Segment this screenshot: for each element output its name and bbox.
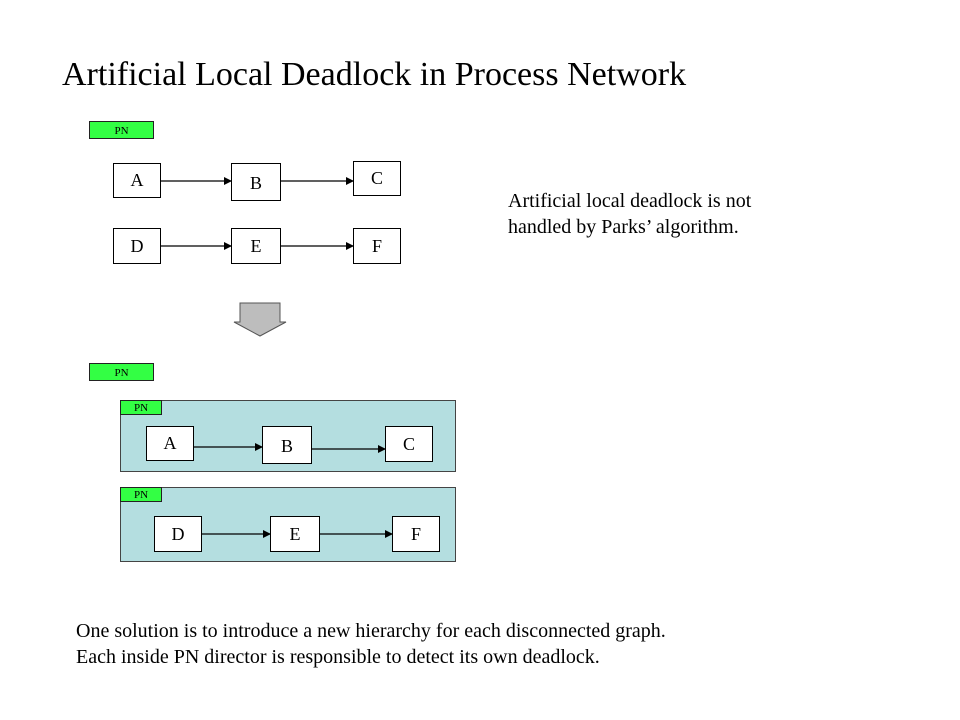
actor-a[interactable]: A [113,163,161,198]
outer-pn-director[interactable]: PN [89,363,154,381]
side-note-line-2: handled by Parks’ algorithm. [508,216,739,238]
actor-b[interactable]: B [231,163,281,201]
actor-c[interactable]: C [353,161,401,196]
slide-title: Artificial Local Deadlock in Process Net… [62,56,687,93]
bottom-note-line-1: One solution is to introduce a new hiera… [76,620,666,642]
down-arrow-icon [233,302,287,337]
inner-actor-e[interactable]: E [270,516,320,552]
top-pn-director[interactable]: PN [89,121,154,139]
bottom-note: One solution is to introduce a new hiera… [76,618,666,670]
actor-e[interactable]: E [231,228,281,264]
inner-actor-a[interactable]: A [146,426,194,461]
inner-actor-d[interactable]: D [154,516,202,552]
composite-2-pn-director[interactable]: PN [120,487,162,502]
inner-actor-c[interactable]: C [385,426,433,462]
inner-actor-b[interactable]: B [262,426,312,464]
actor-f[interactable]: F [353,228,401,264]
inner-actor-f[interactable]: F [392,516,440,552]
composite-1-pn-director[interactable]: PN [120,400,162,415]
side-note: Artificial local deadlock is not handled… [508,188,751,240]
bottom-note-line-2: Each inside PN director is responsible t… [76,646,600,668]
actor-d[interactable]: D [113,228,161,264]
side-note-line-1: Artificial local deadlock is not [508,190,752,212]
